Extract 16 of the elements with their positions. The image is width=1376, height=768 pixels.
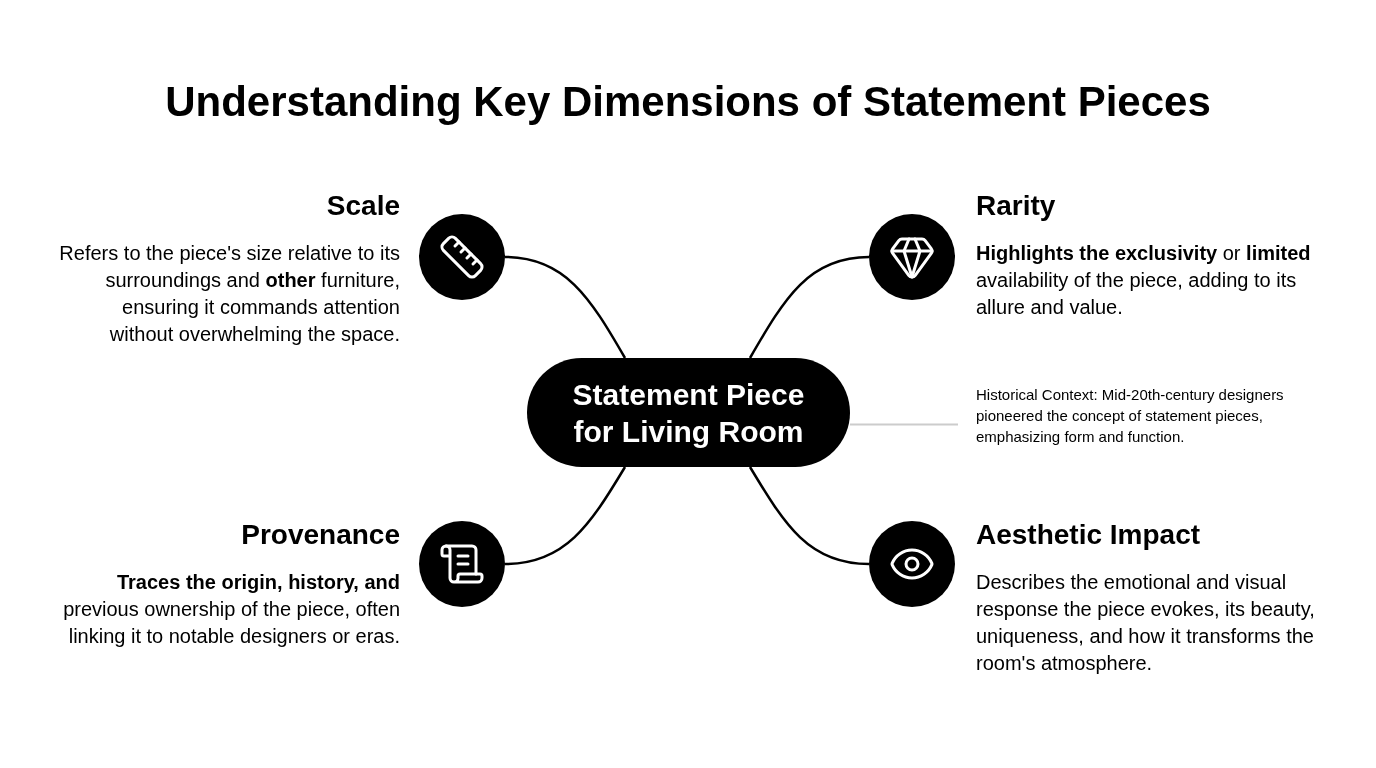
section-description: Refers to the piece's size relative to its surroundings and other furniture, ensuring it commands attention without overwhelming the space.	[58, 241, 400, 347]
section-heading: Rarity	[976, 189, 1057, 223]
connector-line	[504, 255, 627, 359]
connector-line	[504, 466, 627, 566]
title: Understanding Key Dimensions of Statement Pieces	[164, 77, 1212, 127]
note-text: Historical Context: Mid-20th-century designers pioneered the concept of statement pieces, emphasizing form and function.	[976, 385, 1285, 447]
section-heading: Provenance	[240, 518, 400, 552]
section-description: Describes the emotional and visual response the piece evokes, its beauty, uniqueness, and how it transforms the room's atmosphere.	[976, 570, 1316, 676]
connector-line	[849, 423, 959, 426]
connector-line	[748, 466, 870, 566]
central-pill: Statement Piece for Living Room	[527, 358, 850, 467]
section-heading: Scale	[325, 189, 400, 223]
section-description: Highlights the exclusivity or limited availability of the piece, adding to its allure and value.	[976, 241, 1312, 320]
section-description: Traces the origin, history, and previous ownership of the piece, often linking it to notable designers or eras.	[62, 570, 400, 649]
connector-line	[748, 255, 870, 359]
section-heading: Aesthetic Impact	[976, 518, 1202, 552]
